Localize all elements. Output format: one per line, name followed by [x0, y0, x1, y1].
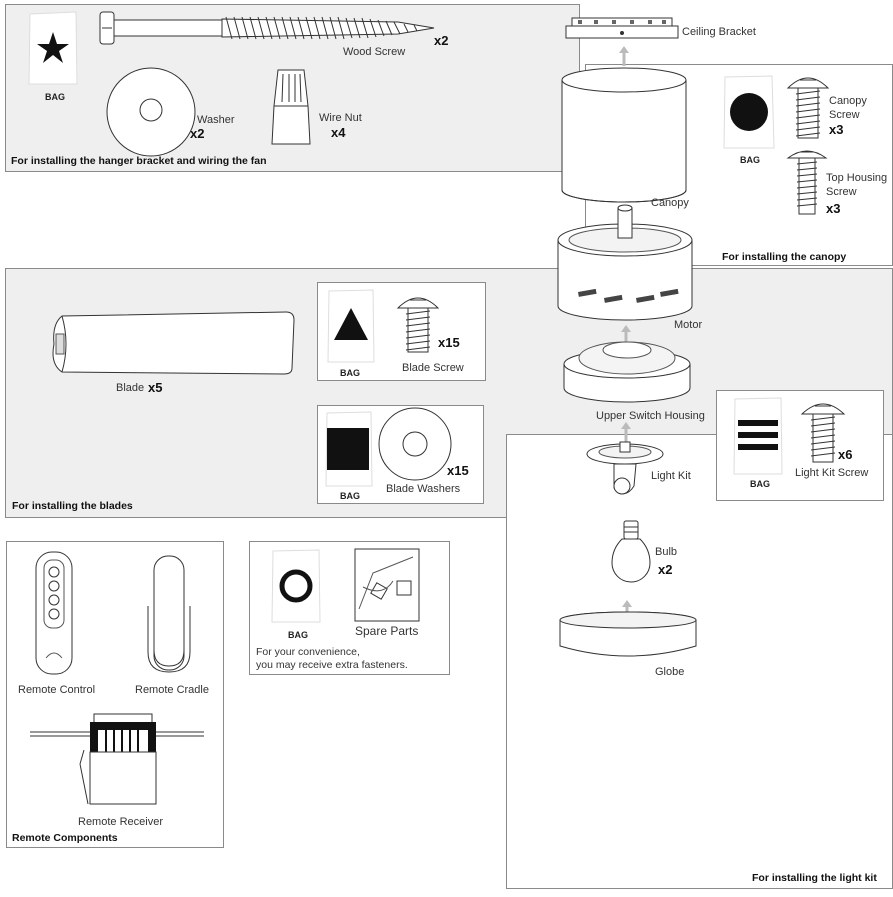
canopy-screw-qty: x3	[829, 122, 844, 137]
panel-light-kit	[506, 434, 893, 889]
blade-icon	[52, 311, 295, 375]
canopy-icon	[561, 67, 687, 203]
motor-icon	[557, 204, 693, 321]
blade-washer-icon	[378, 407, 452, 481]
bag-icon-light-kit	[733, 397, 783, 475]
blade-qty: x5	[148, 380, 163, 395]
remote-control-label: Remote Control	[18, 684, 96, 696]
blade-washers-qty: x15	[447, 463, 469, 478]
ceiling-bracket-icon	[565, 17, 679, 39]
blade-screw-qty: x15	[438, 335, 460, 350]
arrow-up-icon-4	[622, 600, 632, 614]
top-housing-screw-label: Top Housing Screw	[826, 172, 888, 198]
wire-nut-icon	[271, 69, 311, 145]
spare-parts-note-2: you may receive extra fasteners.	[256, 659, 408, 671]
arrow-up-icon-2	[621, 325, 631, 343]
bag-icon-canopy	[723, 75, 775, 149]
remote-control-icon	[35, 551, 73, 675]
bag-label: BAG	[45, 92, 65, 102]
wire-nut-label: Wire Nut	[319, 112, 362, 124]
spare-parts-icon	[354, 548, 420, 622]
light-kit-label: Light Kit	[651, 470, 691, 482]
wood-screw-icon	[99, 11, 435, 45]
remote-receiver-icon	[30, 713, 204, 805]
panel-hanger-caption: For installing the hanger bracket and wi…	[11, 155, 267, 167]
light-kit-screw-icon	[800, 403, 846, 463]
canopy-screw-label: Canopy Screw	[829, 95, 867, 121]
light-kit-icon	[586, 441, 664, 495]
washer-label: Washer	[197, 114, 235, 126]
canopy-screw-icon	[786, 77, 830, 139]
blade-screw-label: Blade Screw	[402, 362, 464, 374]
motor-label: Motor	[674, 319, 703, 331]
bag-label-light-kit: BAG	[750, 479, 770, 489]
bulb-qty: x2	[658, 562, 673, 577]
bulb-icon	[611, 520, 651, 583]
globe-icon	[559, 611, 697, 657]
spare-parts-label: Spare Parts	[355, 624, 419, 638]
blade-washers-label: Blade Washers	[386, 483, 461, 495]
remote-receiver-label: Remote Receiver	[78, 816, 163, 828]
arrow-up-icon	[619, 46, 629, 66]
bag-label-blades: BAG	[340, 368, 360, 378]
bag-icon	[28, 11, 78, 85]
panel-remote-caption: Remote Components	[12, 832, 118, 844]
washer-icon	[106, 67, 196, 157]
wire-nut-qty: x4	[331, 125, 346, 140]
spare-parts-note-1: For your convenience,	[256, 646, 360, 658]
blade-screw-icon	[396, 297, 440, 353]
upper-switch-housing-icon	[563, 341, 691, 403]
top-housing-screw-qty: x3	[826, 201, 841, 216]
upper-switch-housing-label: Upper Switch Housing	[596, 410, 705, 422]
wood-screw-label: Wood Screw	[343, 46, 406, 58]
arrow-up-icon-3	[621, 422, 631, 442]
bag-icon-blades	[327, 289, 375, 363]
bag-label-spare: BAG	[288, 630, 308, 640]
bulb-label: Bulb	[655, 546, 678, 558]
wood-screw-qty: x2	[434, 33, 449, 48]
top-housing-screw-icon	[786, 150, 828, 215]
washer-qty: x2	[190, 126, 205, 141]
remote-cradle-label: Remote Cradle	[135, 684, 209, 696]
bag-icon-spare	[271, 549, 321, 623]
panel-canopy-caption: For installing the canopy	[722, 251, 847, 263]
bag-icon-washers	[325, 411, 373, 487]
light-kit-screw-label: Light Kit Screw	[795, 467, 869, 479]
panel-light-kit-caption: For installing the light kit	[752, 872, 877, 884]
blade-label: Blade	[116, 382, 145, 394]
canopy-label: Canopy	[651, 197, 689, 209]
remote-cradle-icon	[147, 555, 191, 673]
light-kit-screw-qty: x6	[838, 447, 853, 462]
globe-label: Globe	[655, 666, 685, 678]
bag-label-canopy: BAG	[740, 155, 760, 165]
bag-label-washers: BAG	[340, 491, 360, 501]
panel-blades-caption: For installing the blades	[12, 500, 133, 512]
ceiling-bracket-label: Ceiling Bracket	[682, 26, 756, 38]
